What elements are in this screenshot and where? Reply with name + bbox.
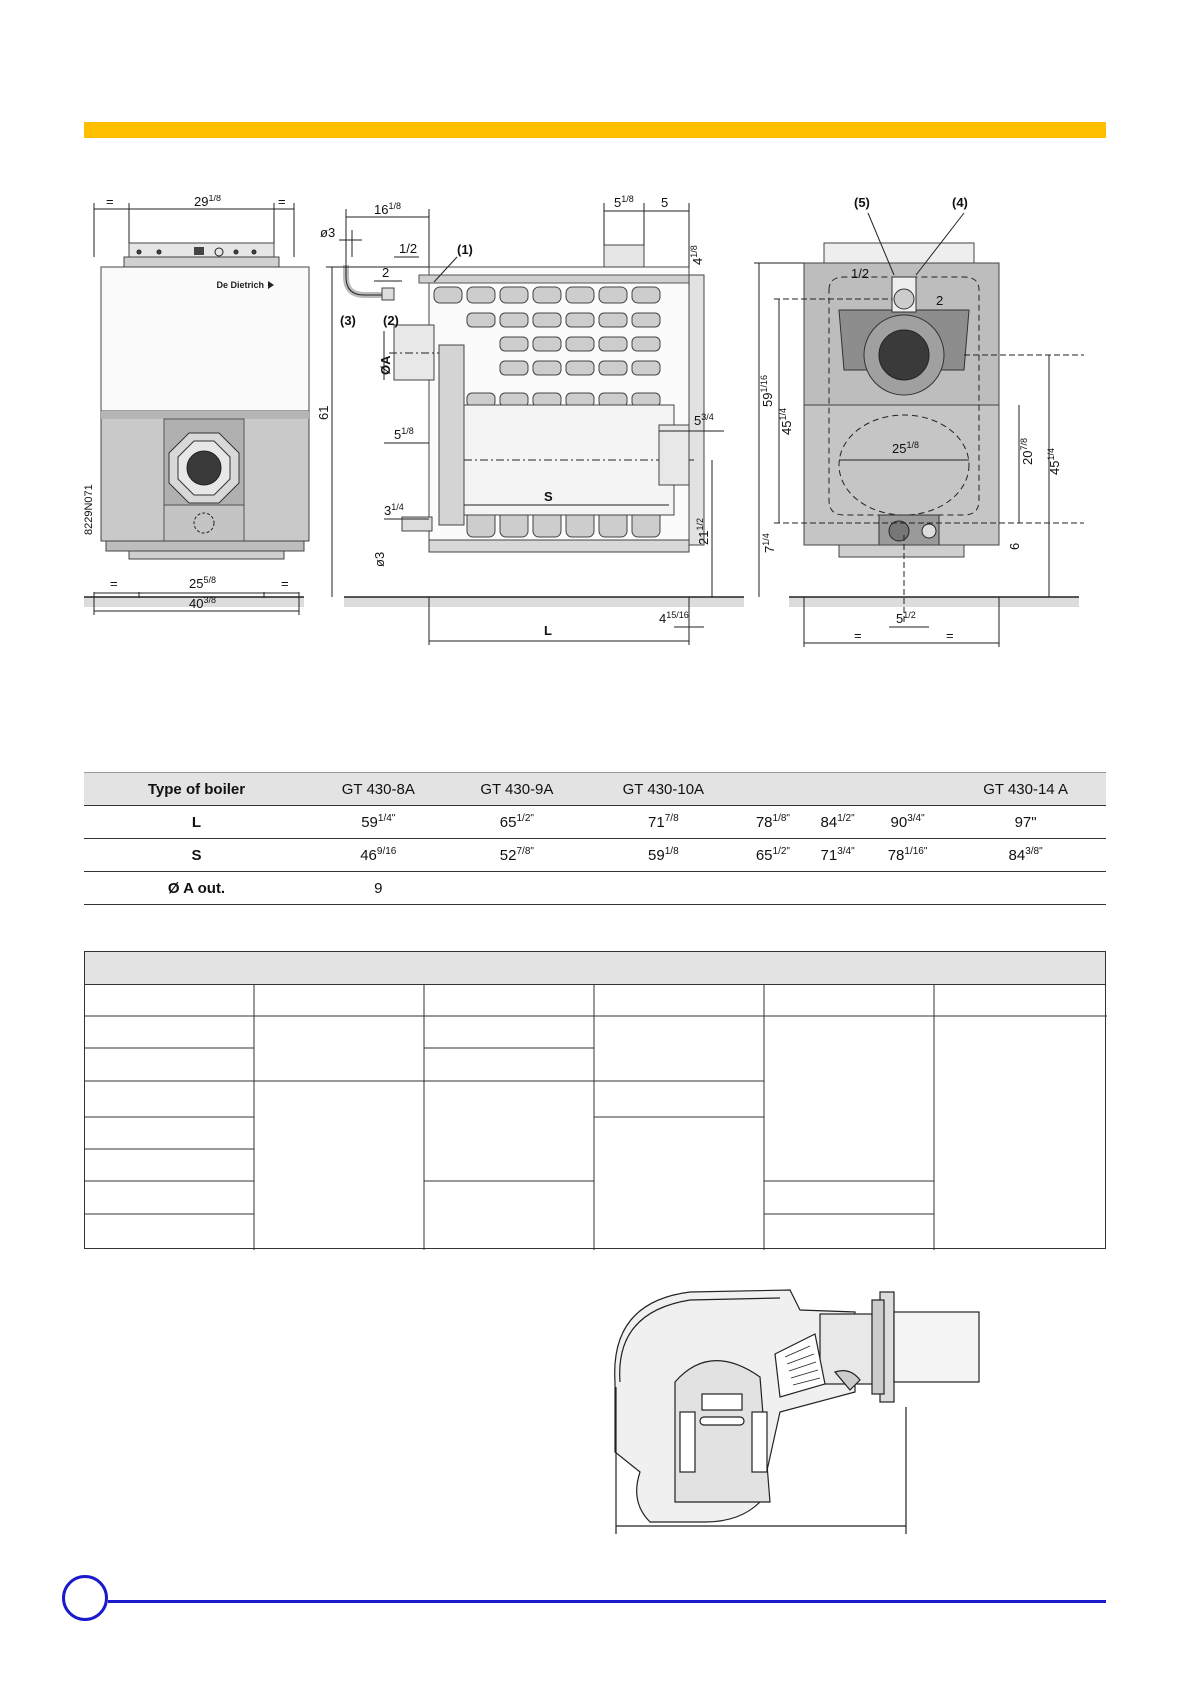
row-label: S (84, 838, 309, 872)
svg-text:=: = (106, 195, 114, 209)
svg-text:=: = (946, 628, 954, 643)
svg-text:1/2: 1/2 (851, 266, 869, 281)
table-cell: 781/8" (740, 805, 806, 839)
svg-text:2: 2 (382, 265, 389, 280)
svg-text:61: 61 (316, 406, 331, 420)
svg-text:211/2: 211/2 (695, 518, 711, 545)
svg-text:ØA: ØA (378, 355, 393, 375)
header-label: Type of boiler (84, 772, 309, 806)
svg-text:71/4: 71/4 (761, 533, 777, 553)
burner-selection-grid (84, 951, 1107, 1250)
footer-rule (108, 1600, 1106, 1603)
side-view-middle: 61 161/8 ø3 1/2 2 (1) (2) (3) ØA 51/8 31… (316, 195, 724, 645)
svg-text:207/8: 207/8 (1019, 438, 1035, 465)
table-cell (586, 871, 741, 905)
svg-text:S: S (544, 489, 553, 504)
table-cell: 9 (309, 871, 448, 905)
row-label: Ø A out. (84, 871, 309, 905)
svg-text:51/2: 51/2 (896, 610, 916, 626)
svg-text:=: = (278, 195, 286, 209)
table-cell: 651/2" (447, 805, 587, 839)
svg-text:41/8: 41/8 (689, 245, 705, 265)
row-label: L (84, 805, 309, 839)
brand-logo: De Dietrich (216, 280, 264, 290)
model-header (740, 772, 806, 806)
table-cell: 781/16" (869, 838, 946, 872)
svg-text:255/8: 255/8 (189, 575, 216, 591)
header-accent-bar (84, 122, 1106, 138)
burner-drawing (610, 1272, 1020, 1534)
svg-text:(5): (5) (854, 195, 870, 210)
table-cell (869, 871, 946, 905)
model-header (805, 772, 870, 806)
table-cell (805, 871, 870, 905)
svg-text:53/4: 53/4 (694, 412, 714, 428)
svg-text:=: = (281, 576, 289, 591)
svg-text:(2): (2) (383, 313, 399, 328)
table-row: L 591/4" 651/2" 717/8 781/8" 841/2" 903/… (84, 805, 1106, 839)
table-cell: 591/8 (586, 838, 741, 872)
table-cell: 651/2" (740, 838, 806, 872)
svg-text:ø3: ø3 (320, 225, 335, 240)
table-cell: 527/8" (447, 838, 587, 872)
model-header: GT 430-10A (586, 772, 741, 806)
table-cell: 841/2" (805, 805, 870, 839)
grid-title-bar (85, 952, 1105, 985)
svg-text:31/4: 31/4 (384, 502, 404, 518)
svg-text:451/4: 451/4 (1046, 448, 1062, 475)
table-cell: 713/4" (805, 838, 870, 872)
table-cell (740, 871, 806, 905)
table-cell: 903/4" (869, 805, 946, 839)
svg-text:415/16: 415/16 (659, 610, 689, 626)
svg-text:161/8: 161/8 (374, 201, 401, 217)
grid-lines (85, 984, 1107, 1250)
table-cell: 469/16 (309, 838, 448, 872)
table-cell: 717/8 (586, 805, 741, 839)
svg-text:=: = (110, 576, 118, 591)
drawing-reference: 8229N071 (84, 484, 95, 535)
model-header: GT 430-9A (447, 772, 587, 806)
svg-text:5: 5 (661, 195, 668, 210)
page-number-badge (62, 1575, 108, 1621)
boiler-dimension-drawings: De Dietrich = 291/8 = = 255/8 = 403/8 82… (84, 195, 1106, 670)
svg-text:1/2: 1/2 (399, 241, 417, 256)
table-cell: 843/8" (945, 838, 1106, 872)
model-header: GT 430-8A (309, 772, 448, 806)
front-view-right: (5) (4) 1/2 2 591/16 451/4 71/4 207/8 45… (754, 195, 1084, 647)
svg-text:(3): (3) (340, 313, 356, 328)
table-header-row: Type of boiler GT 430-8A GT 430-9A GT 43… (84, 772, 1106, 806)
svg-text:(1): (1) (457, 242, 473, 257)
table-row: Ø A out. 9 (84, 871, 1106, 905)
svg-text:L: L (544, 623, 552, 638)
svg-text:6: 6 (1007, 543, 1022, 550)
svg-text:51/8: 51/8 (394, 426, 414, 442)
svg-text:(4): (4) (952, 195, 968, 210)
svg-text:403/8: 403/8 (189, 595, 216, 611)
model-header (869, 772, 946, 806)
front-view-left: De Dietrich = 291/8 = = 255/8 = 403/8 82… (84, 195, 310, 615)
table-cell: 591/4" (309, 805, 448, 839)
svg-text:251/8: 251/8 (892, 440, 919, 456)
svg-text:=: = (854, 628, 862, 643)
svg-text:451/4: 451/4 (778, 408, 794, 435)
svg-text:291/8: 291/8 (194, 195, 221, 209)
svg-text:ø3: ø3 (372, 552, 387, 567)
boiler-dimensions-table: Type of boiler GT 430-8A GT 430-9A GT 43… (84, 772, 1106, 905)
table-cell (945, 871, 1106, 905)
svg-text:2: 2 (936, 293, 943, 308)
model-header: GT 430-14 A (945, 772, 1106, 806)
table-cell (447, 871, 587, 905)
svg-text:591/16: 591/16 (759, 375, 775, 407)
table-row: S 469/16 527/8" 591/8 651/2" 713/4" 781/… (84, 838, 1106, 872)
table-cell: 97" (945, 805, 1106, 839)
svg-text:51/8: 51/8 (614, 195, 634, 210)
